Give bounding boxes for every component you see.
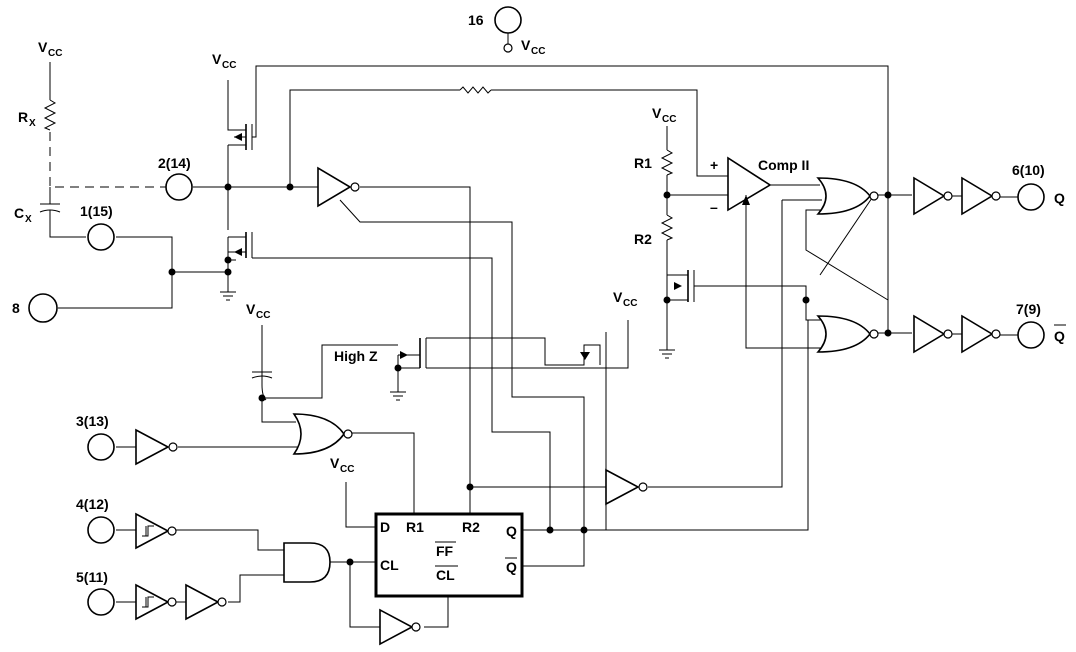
and-gate <box>283 542 331 583</box>
flip-flop-box <box>374 512 524 598</box>
pin-8-label: 8 <box>12 300 20 316</box>
pin-6-label: 6(10) <box>1012 162 1045 178</box>
pin-3-label: 3(13) <box>76 413 109 429</box>
inverter-pin3 <box>135 428 178 466</box>
svg-text:CC: CC <box>531 46 545 57</box>
svg-text:V: V <box>330 455 340 471</box>
nor-gate-top <box>816 177 879 215</box>
vcc-label-highz: V CC <box>613 289 637 309</box>
output-inverter-qbar-1 <box>913 314 953 354</box>
pin-2-14 <box>165 173 193 201</box>
pin-6-10 <box>1017 183 1045 211</box>
nor-gate-bottom <box>816 315 879 353</box>
output-qbar-label: Q <box>1054 328 1065 344</box>
ff-d-label: D <box>380 519 390 535</box>
pin-1-label: 1(15) <box>80 203 113 219</box>
pin-4-label: 4(12) <box>76 496 109 512</box>
schmitt-inverter-pin4 <box>135 512 177 550</box>
ff-cl-label: CL <box>380 557 399 573</box>
high-z-label: High Z <box>334 348 378 364</box>
ff-clbar-label: CL <box>436 567 455 583</box>
pin-4-12 <box>87 516 115 544</box>
transistor-arrows <box>234 133 682 360</box>
pin-16 <box>494 6 522 34</box>
vcc-label-top-transistor: V CC <box>212 51 236 71</box>
svg-text:V: V <box>521 37 531 53</box>
comp-plus: + <box>710 157 718 173</box>
svg-text:V: V <box>212 51 222 67</box>
svg-text:V: V <box>652 105 662 121</box>
wires <box>39 62 1018 628</box>
svg-text:V: V <box>246 301 256 317</box>
pin-5-11 <box>87 588 115 616</box>
r1-label: R1 <box>634 155 652 171</box>
junction-dots <box>168 183 892 566</box>
pin-7-9 <box>1017 321 1045 349</box>
pin-8 <box>28 293 58 323</box>
pin-16-label: 16 <box>468 12 484 28</box>
output-inverter-qbar-2 <box>961 314 1001 354</box>
rx-label: R X <box>18 109 36 129</box>
buffer-pin2 <box>317 166 360 208</box>
svg-text:V: V <box>613 289 623 305</box>
vcc-label-divider: V CC <box>652 105 676 125</box>
svg-text:CC: CC <box>623 298 637 309</box>
inverter-ff-to-nor <box>605 468 648 506</box>
pin-2-label: 2(14) <box>158 155 191 171</box>
svg-text:C: C <box>14 205 24 221</box>
svg-text:CC: CC <box>340 464 354 475</box>
vcc-label-cap: V CC <box>246 301 270 321</box>
comp-label: Comp II <box>758 157 809 173</box>
ground-symbols <box>220 285 675 401</box>
svg-text:X: X <box>29 118 36 129</box>
ff-q-label: Q <box>506 523 517 539</box>
cx-label: C X <box>14 205 32 225</box>
svg-text:CC: CC <box>222 60 236 71</box>
svg-text:CC: CC <box>662 114 676 125</box>
or-gate-input <box>292 413 353 455</box>
ff-r1-label: R1 <box>406 519 424 535</box>
vcc-label-pin16: V CC <box>521 37 545 57</box>
pin-7-label: 7(9) <box>1016 301 1041 317</box>
vcc-label-ff: V CC <box>330 455 354 475</box>
ff-name-label: FF <box>436 543 454 559</box>
svg-text:X: X <box>25 214 32 225</box>
inverter-pin5-second <box>185 583 227 621</box>
pin-1-15 <box>87 223 115 251</box>
svg-text:CC: CC <box>48 48 62 59</box>
svg-text:CC: CC <box>256 310 270 321</box>
output-inverter-q-2 <box>961 176 1001 216</box>
svg-text:V: V <box>38 39 48 55</box>
vcc-label-left: V CC <box>38 39 62 59</box>
ff-r2-label: R2 <box>462 519 480 535</box>
schmitt-inverter-pin5 <box>135 583 177 621</box>
pin-3-13 <box>87 433 115 461</box>
comparator <box>727 156 772 212</box>
output-inverter-q-1 <box>913 176 953 216</box>
svg-text:R: R <box>18 109 28 125</box>
inverter-clock-feedback <box>379 608 421 646</box>
output-q-label: Q <box>1054 190 1065 206</box>
comp-minus: – <box>710 199 718 215</box>
r2-label: R2 <box>634 231 652 247</box>
ff-qbar-label: Q <box>506 559 517 575</box>
pin-5-label: 5(11) <box>76 569 108 585</box>
